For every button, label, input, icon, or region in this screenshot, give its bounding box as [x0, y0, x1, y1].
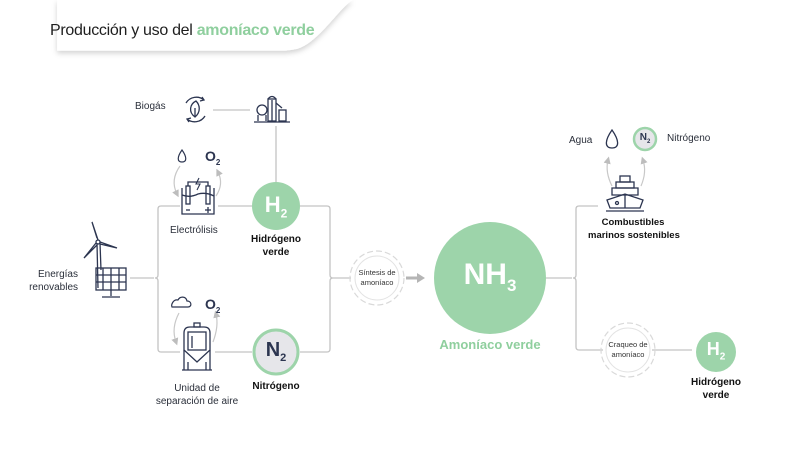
n2-use-arrow	[640, 156, 648, 187]
ammonia-caption: Amoníaco verde	[439, 337, 541, 352]
air-o2-label: O2	[205, 296, 221, 315]
o2-air-out-arrow	[212, 310, 221, 343]
water-in-arrow	[172, 165, 181, 198]
hydrogen-symbol: H2	[264, 192, 288, 221]
o2-out-arrow	[215, 168, 223, 197]
header-band	[57, 0, 353, 51]
biogas-label: Biogás	[135, 101, 166, 112]
hydrogen-use-label: Hidrógeno verde	[691, 377, 741, 401]
air-separation-icon	[182, 322, 212, 371]
ammonia-circle	[434, 222, 546, 334]
water-label: Agua	[569, 135, 593, 146]
synthesis-arrow	[406, 273, 425, 283]
hydrogen-use-symbol: H2	[706, 339, 726, 363]
page-title: Producción y uso del amoníaco verde	[50, 22, 315, 40]
nitrogen-use-symbol: N2	[639, 132, 651, 145]
nitrogen-use-label: Nitrógeno	[667, 133, 711, 144]
cycle-arrows	[171, 156, 648, 346]
middle-bracket	[326, 205, 334, 353]
water-use-arrow	[603, 156, 613, 187]
ammonia-symbol: NH3	[463, 258, 517, 295]
cracking-label: Craqueo de amoníaco	[608, 340, 648, 359]
title-accent: amoníaco verde	[196, 22, 315, 39]
electrolysis-label: Electrólisis	[170, 225, 218, 236]
marine-fuel-label: Combustibles marinos sostenibles	[588, 217, 680, 241]
electrolysis-o2-label: O2	[205, 148, 221, 167]
air-in-arrow	[171, 312, 180, 346]
nitrogen-label: Nitrógeno	[252, 381, 300, 392]
nitrogen-symbol: N2	[265, 339, 287, 364]
renewables-icon	[83, 221, 127, 298]
synthesis-label: Síntesis de amoníaco	[358, 268, 396, 287]
refinery-icon	[254, 95, 290, 123]
nitrogen-use-circle	[632, 126, 658, 152]
nitrogen-circle	[252, 328, 300, 376]
hydrogen-circle	[252, 182, 300, 230]
title-prefix: Producción y uso del	[50, 22, 193, 39]
right-bracket	[572, 205, 580, 351]
renewables-label: Energías renovables	[29, 269, 78, 293]
synthesis-ring	[349, 250, 405, 306]
ship-icon	[606, 175, 644, 212]
hydrogen-use-circle	[696, 332, 736, 372]
hydrogen-label: Hidrógeno verde	[251, 234, 301, 258]
left-bracket	[154, 205, 162, 353]
air-separation-label: Unidad de separación de aire	[155, 383, 239, 407]
cloud-icon	[171, 296, 192, 308]
cracking-ring	[600, 322, 656, 378]
connectors	[130, 109, 692, 353]
electrolysis-icon	[181, 177, 215, 215]
water-drop-icon	[177, 148, 187, 163]
biogas-icon	[185, 96, 206, 123]
agua-drop-icon	[605, 128, 619, 149]
